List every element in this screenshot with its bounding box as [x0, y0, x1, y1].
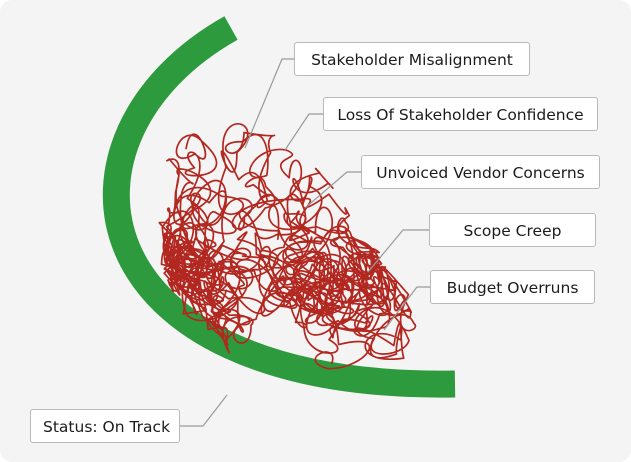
label-loss-of-stakeholder-confidence: Loss Of Stakeholder Confidence	[323, 97, 598, 131]
label-stakeholder-misalignment: Stakeholder Misalignment	[294, 42, 530, 76]
leader-line-vendor	[305, 172, 361, 208]
leader-line-confidence	[285, 114, 323, 150]
label-status-on-track: Status: On Track	[30, 409, 180, 443]
label-budget-overruns: Budget Overruns	[430, 270, 595, 304]
leader-line-status	[180, 395, 227, 426]
label-unvoiced-vendor-concerns: Unvoiced Vendor Concerns	[361, 155, 600, 189]
label-scope-creep: Scope Creep	[429, 213, 596, 247]
